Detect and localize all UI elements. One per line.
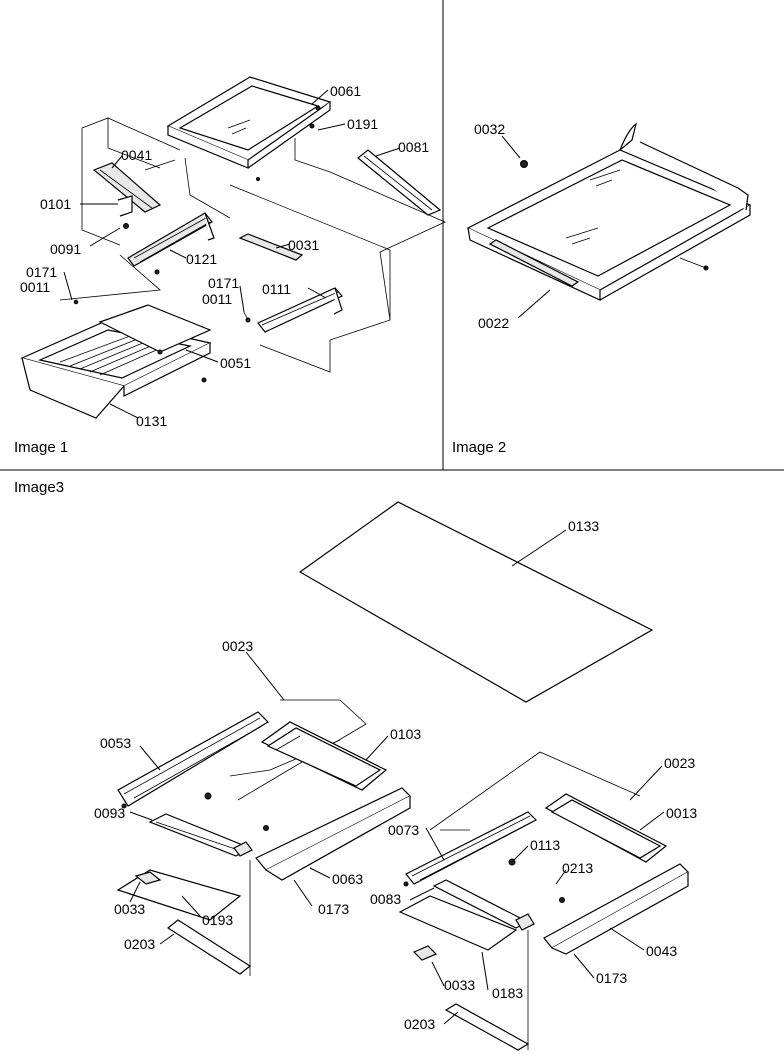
- callout-label: 0022: [478, 315, 509, 331]
- bar-0031: [238, 233, 304, 261]
- callout-label: 0061: [330, 83, 361, 99]
- callout-label: 0171: [26, 264, 57, 280]
- image2-drawing: [466, 122, 752, 319]
- glass-panel-0133: [298, 501, 654, 703]
- callout-label: 0203: [124, 936, 155, 952]
- bracket-0101: [117, 195, 133, 229]
- callout-label: 0051: [220, 355, 251, 371]
- callout-label: 0193: [202, 912, 233, 928]
- callout-label: 0173: [596, 970, 627, 986]
- callout-label: 0073: [388, 822, 419, 838]
- callout-label: 0033: [114, 901, 145, 917]
- right-shelf-frame: [398, 751, 689, 1051]
- top-shelf-0061: [166, 76, 332, 181]
- callout-label: 0103: [390, 726, 421, 742]
- caption-image2: Image 2: [452, 439, 506, 456]
- callout-label: 0053: [100, 735, 131, 751]
- drawer-0131: [20, 299, 212, 419]
- callout-label: 0131: [136, 413, 167, 429]
- callout-label: 0081: [398, 139, 429, 155]
- callout-label: 0191: [347, 116, 378, 132]
- shelf-0022: [466, 122, 752, 301]
- callout-label: 0041: [121, 147, 152, 163]
- callout-label: 0173: [318, 901, 349, 917]
- callout-label: 0113: [530, 837, 560, 853]
- callout-label: 0183: [492, 985, 523, 1001]
- rail-0081: [357, 149, 442, 216]
- callout-label: 0101: [40, 196, 71, 212]
- callout-label: 0213: [562, 860, 593, 876]
- callout-label: 0203: [404, 1016, 435, 1032]
- callout-label: 0133: [568, 518, 599, 534]
- callout-label: 0031: [288, 237, 319, 253]
- image2-leaders: [501, 135, 551, 319]
- callout-label: 0093: [94, 805, 125, 821]
- callout-label: 0023: [222, 638, 253, 654]
- callout-label: 0043: [646, 943, 677, 959]
- image3-leaders: [129, 529, 665, 1025]
- rail-0111: [243, 287, 343, 333]
- rail-0121: [127, 212, 215, 275]
- caption-image3: Image3: [14, 479, 64, 496]
- callout-label: 0063: [332, 871, 363, 887]
- image3-drawing: [116, 501, 689, 1051]
- callout-label: 0011: [20, 279, 50, 295]
- caption-image1: Image 1: [14, 439, 68, 456]
- callout-label: 0111: [262, 281, 291, 297]
- callout-label: 0083: [370, 891, 401, 907]
- callout-label: 0033: [444, 977, 475, 993]
- image1-drawing: [20, 76, 446, 419]
- callout-label: 0121: [186, 251, 217, 267]
- image1-leaders: [63, 89, 401, 419]
- callout-label: 0011: [202, 291, 232, 307]
- left-shelf-frame: [116, 699, 412, 976]
- callout-label: 0091: [50, 241, 81, 257]
- callout-label: 0023: [664, 755, 695, 771]
- callout-label: 0032: [474, 121, 505, 137]
- callout-label: 0171: [208, 275, 239, 291]
- callout-label: 0013: [666, 805, 697, 821]
